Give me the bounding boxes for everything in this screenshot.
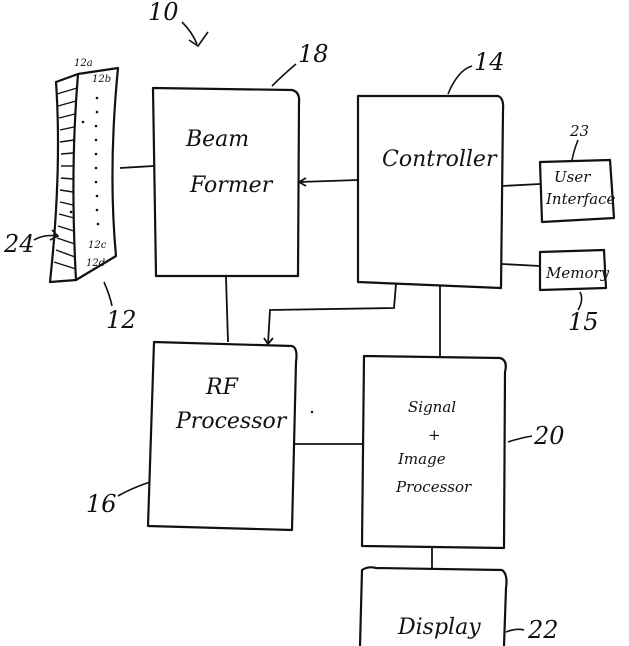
beam-former-label-line2: Former	[189, 173, 274, 198]
beam-former-ref-lead	[272, 64, 296, 86]
transducer-array: 12a 12b 12c 12d	[50, 58, 118, 282]
rf-processor-label-line1: RF	[205, 375, 239, 400]
connections	[120, 166, 540, 568]
memory-label: Memory	[545, 264, 610, 282]
signal-processor-label-line3: Image	[397, 450, 446, 468]
figure-number: 10	[148, 0, 179, 26]
user-interface-ref-lead	[572, 140, 578, 160]
stray-mark	[311, 411, 313, 413]
rf-processor-label-line2: Processor	[175, 409, 288, 434]
display-ref: 22	[527, 616, 559, 644]
element-label-3: 12c	[88, 240, 107, 251]
signal-processor-label-line4: Processor	[395, 478, 472, 496]
transducer-ref-lead	[104, 282, 112, 306]
element-label-1: 12a	[74, 58, 93, 69]
user-interface-label-line1: User	[554, 168, 591, 186]
user-interface-block: User Interface	[540, 160, 616, 222]
rf-processor-ref: 16	[86, 490, 117, 518]
rf-processor-ref-lead	[118, 482, 150, 496]
transducer-ref: 12	[106, 306, 137, 334]
rf-processor-block: RF Processor	[148, 342, 297, 530]
memory-ref: 15	[568, 308, 599, 336]
display-ref-lead	[506, 629, 524, 632]
element-ref: 24	[3, 230, 35, 258]
signal-processor-ref: 20	[533, 422, 565, 450]
signal-processor-ref-lead	[508, 436, 532, 442]
display-block: Display	[360, 567, 507, 646]
element-label-4: 12d	[86, 258, 105, 269]
user-interface-ref: 23	[569, 122, 589, 140]
signal-processor-label-line2: +	[428, 426, 441, 444]
beam-former-label-line1: Beam	[185, 127, 249, 152]
controller-label: Controller	[382, 147, 498, 172]
user-interface-label-line2: Interface	[545, 190, 616, 208]
controller-block: Controller	[358, 96, 503, 288]
display-label: Display	[397, 615, 481, 640]
element-label-2: 12b	[92, 74, 111, 85]
beam-former-block: Beam Former	[153, 88, 299, 276]
memory-block: Memory	[540, 250, 610, 290]
controller-ref: 14	[474, 48, 505, 76]
beam-former-ref: 18	[298, 40, 329, 68]
signal-processor-label-line1: Signal	[408, 398, 456, 416]
signal-image-processor-block: Signal + Image Processor	[362, 356, 506, 548]
controller-ref-lead	[448, 66, 472, 94]
